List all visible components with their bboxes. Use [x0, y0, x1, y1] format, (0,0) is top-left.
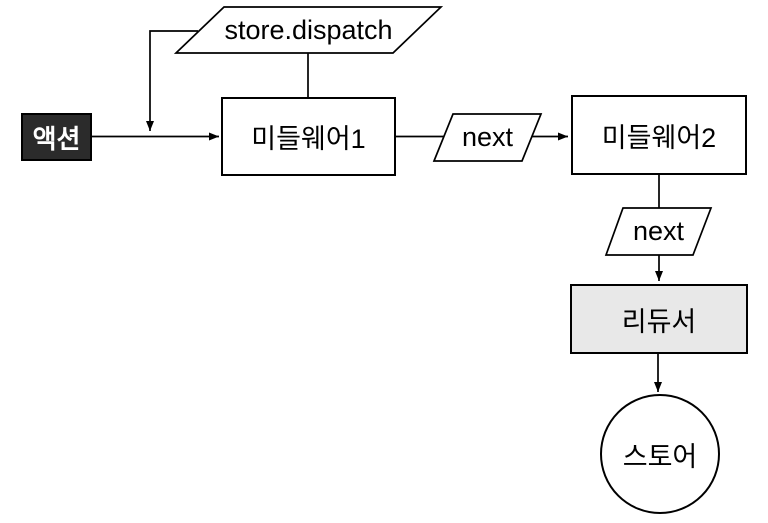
next2-parallelogram [604, 207, 713, 256]
dispatch-parallelogram [173, 6, 444, 54]
node-middleware1-label: 미들웨어1 [251, 124, 366, 154]
node-action: 액션 [21, 113, 92, 161]
node-store: 스토어 [600, 394, 720, 514]
node-middleware2-label: 미들웨어2 [601, 122, 717, 153]
node-store-label: 스토어 [622, 441, 698, 472]
next1-parallelogram [432, 113, 543, 162]
edge-dispatch-to-flow-arrow [146, 30, 198, 131]
node-action-label: 액션 [32, 123, 81, 154]
node-middleware2: 미들웨어2 [571, 95, 747, 175]
node-reducer: 리듀서 [570, 284, 748, 354]
node-reducer-label: 리듀서 [621, 306, 697, 337]
node-middleware1: 미들웨어1 [221, 97, 396, 176]
